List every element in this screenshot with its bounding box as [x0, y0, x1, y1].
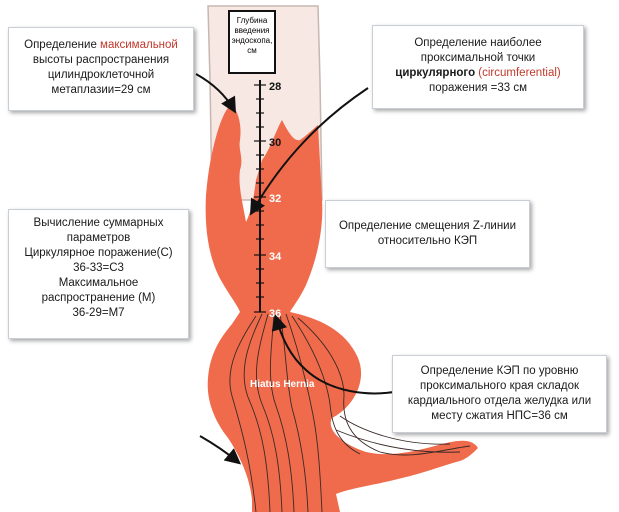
summary-line: параметров [66, 232, 131, 244]
summary-line: Циркулярное поражение(С) [24, 247, 173, 259]
max-height-line-4: метаплазии=29 см [51, 84, 151, 96]
gej-box: Определение КЭП по уровню проксимального… [392, 355, 607, 433]
gastric-folds [229, 313, 471, 512]
arrow-gej [271, 314, 405, 395]
summary-line: Вычисление суммарных [33, 217, 164, 229]
arrow-max-height [195, 73, 236, 114]
arrow-circumferential [250, 87, 369, 216]
depth-label-line: см [247, 46, 257, 55]
scale-label-28: 28 [269, 81, 281, 93]
summary-line: 36-29=М7 [72, 307, 125, 319]
circ-line-2: проксимальной точки [420, 52, 536, 64]
summary-line: распространение (М) [41, 292, 156, 304]
depth-label-line: Глубина [236, 16, 268, 25]
circ-line-4: поражения =33 см [428, 82, 528, 94]
scale-label-30: 30 [269, 137, 281, 149]
depth-label-line: введения [234, 26, 270, 35]
summary-line: Максимальное [58, 277, 139, 289]
scale-label-34: 34 [269, 251, 282, 263]
max-height-line-3: цилиндроклеточной [47, 69, 155, 81]
summary-line: 36-33=С3 [73, 262, 124, 274]
gej-line: кардиального отдела желудка или [407, 395, 592, 407]
zline-box: Определение смещения Z-линии относительн… [325, 200, 530, 268]
gej-line: проксимального края складок [419, 380, 580, 392]
gej-line: месту сжатия НПС=36 см [431, 410, 568, 422]
hiatus-hernia [207, 312, 479, 512]
circ-line-1: Определение наиболее [414, 37, 542, 49]
summary-box: Вычисление суммарных параметров Циркуляр… [8, 209, 189, 339]
zline-line: Определение смещения Z-линии [338, 220, 517, 232]
depth-label-box: Глубина введения эндоскопа, см [228, 10, 276, 74]
gej-line: Определение КЭП по уровню [420, 365, 579, 377]
scale-label-36: 36 [269, 308, 281, 320]
max-height-line-1: Определение максимальной [24, 39, 178, 51]
hernia-label: Hiatus Hernia [250, 379, 315, 390]
max-height-box: Определение максимальной высоты распрост… [8, 27, 194, 111]
scale-label-32: 32 [269, 193, 281, 205]
circ-line-3: циркулярного (circumferential) [395, 67, 561, 79]
zline-line: относительно КЭП [377, 235, 478, 247]
max-height-line-2: высоты распространения [32, 54, 170, 66]
arrow-lower [199, 435, 242, 465]
max-height-highlight: максимальной [100, 39, 178, 51]
annotation-arrows [195, 73, 405, 465]
depth-label-line: эндоскопа, [231, 36, 273, 45]
circumferential-box: Определение наиболее проксимальной точки… [372, 25, 584, 109]
circ-highlight: (circumferential) [478, 67, 561, 79]
